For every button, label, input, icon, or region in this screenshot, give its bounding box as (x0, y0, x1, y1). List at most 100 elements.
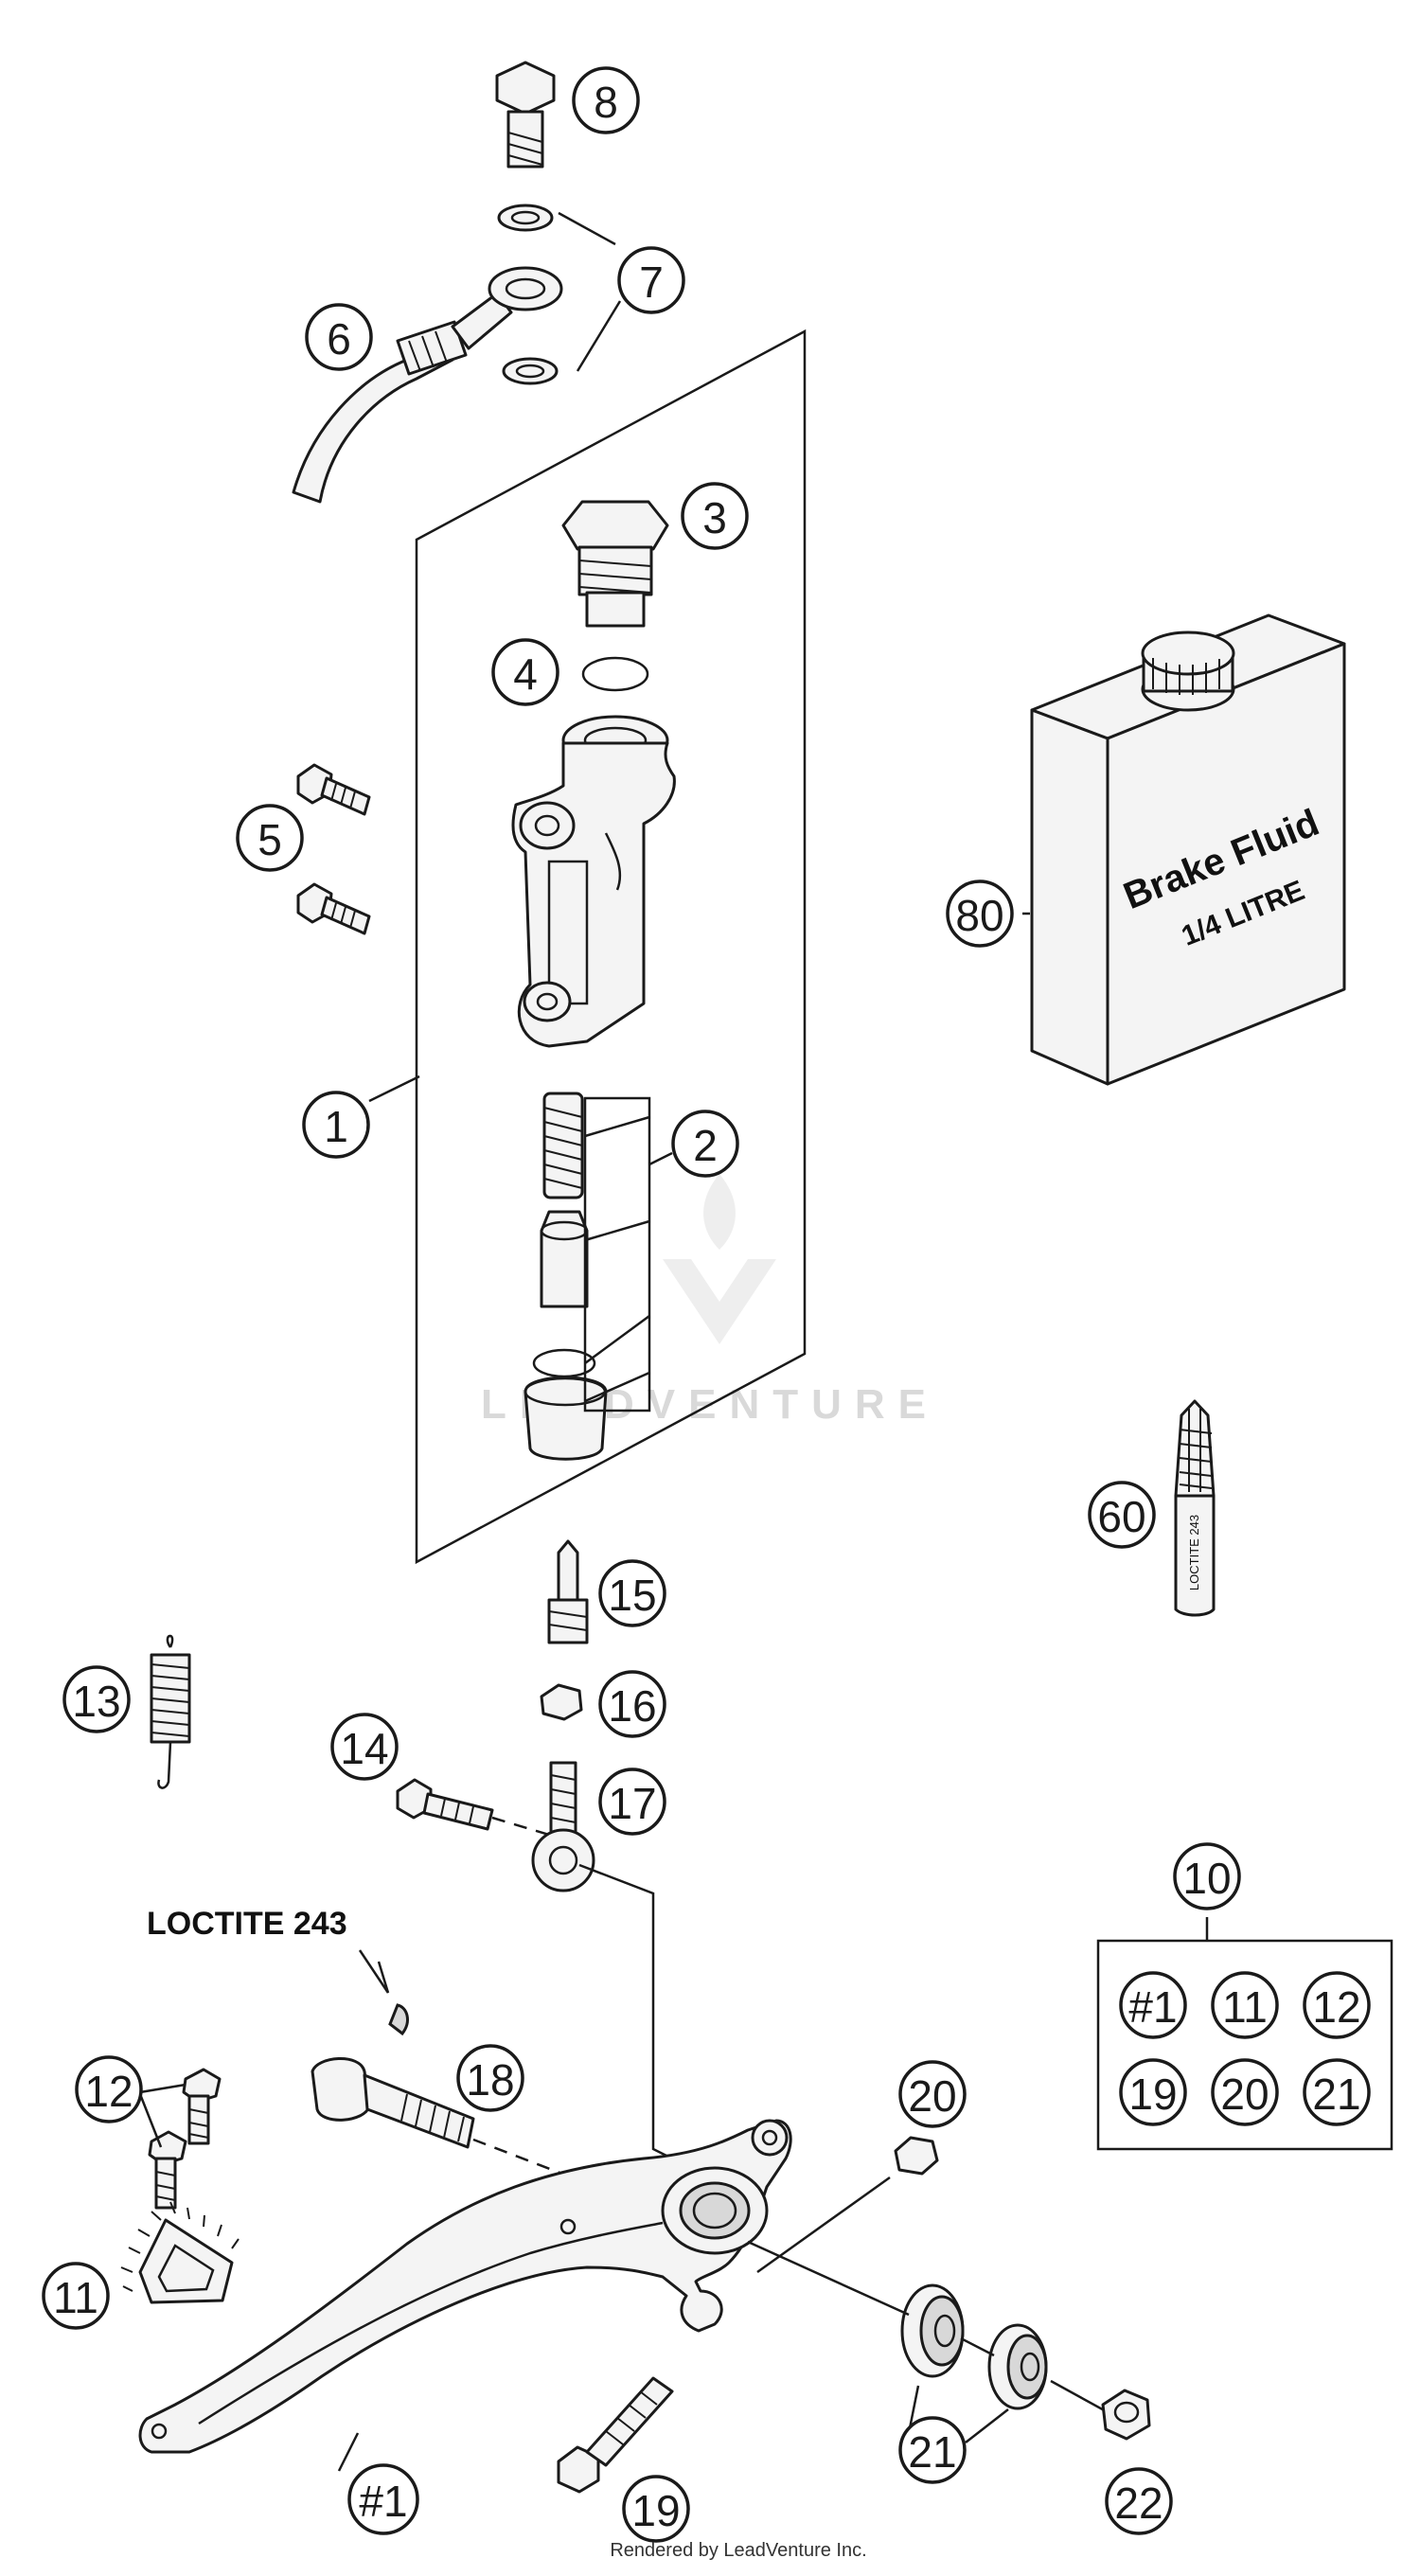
callout-number: 16 (608, 1681, 656, 1731)
loctite-leader (358, 1949, 390, 1994)
kit-item-circle (1119, 1971, 1187, 2039)
kit-item-circle (1119, 2058, 1187, 2126)
cylinder-assembly-frame (415, 329, 807, 1565)
callout-number: 21 (908, 2427, 956, 2477)
callout-number: 18 (466, 2055, 514, 2105)
kit-item-circle (1303, 2058, 1371, 2126)
callout-circle (617, 246, 685, 314)
leader-pedal-label (337, 2432, 360, 2472)
callout-number: 20 (908, 2071, 956, 2121)
footer-credit: Rendered by LeadVenture Inc. (610, 2540, 866, 2561)
callout-number: #1 (359, 2477, 407, 2526)
pedal-bolt (557, 2376, 674, 2494)
piston-kit (524, 1092, 651, 1461)
callout-circle (671, 1110, 739, 1178)
kit-item-11: 11 (1211, 1971, 1279, 2039)
callout-number: 19 (631, 2486, 680, 2535)
flange-nut (894, 2136, 939, 2176)
footpeg-bolt-upper (182, 2068, 222, 2145)
leader-bearing-axis (747, 2240, 1109, 2414)
leader-20-line (756, 2176, 891, 2274)
callout-20: 20 (898, 2060, 967, 2128)
callout-circle (898, 2060, 967, 2128)
leader-1 (368, 1075, 420, 1103)
loctite-tube: LOCTITE 243 (1174, 1399, 1216, 1617)
callout-circle (491, 638, 559, 706)
banjo-bolt (495, 61, 556, 169)
callout-number: 4 (513, 649, 538, 699)
kit-item-12: 12 (1303, 1971, 1371, 2039)
callout-number: 22 (1114, 2478, 1163, 2528)
callout-80: 80 (946, 879, 1014, 948)
callout-circle (946, 879, 1014, 948)
callout-8: 8 (572, 66, 640, 134)
callout-circle (1173, 1842, 1241, 1910)
callout-14: 14 (330, 1713, 399, 1781)
callout-number: 8 (594, 78, 618, 127)
bearing-right (987, 2323, 1048, 2410)
callout-circle (42, 2262, 110, 2330)
callout-number: 6 (327, 314, 351, 364)
callout-number: 5 (257, 815, 282, 864)
callout-19: 19 (622, 2475, 690, 2543)
callout-number: 3 (702, 493, 727, 542)
watermark-logo (663, 1174, 776, 1344)
callout-1: 1 (302, 1091, 370, 1159)
callout-number: 11 (53, 2273, 98, 2322)
loctite-drop (388, 2003, 409, 2036)
callout-circle (1088, 1481, 1156, 1549)
callout-number: 2 (693, 1121, 718, 1170)
callout-2: 2 (671, 1110, 739, 1178)
callout-circle (302, 1091, 370, 1159)
callout-number: 13 (72, 1677, 120, 1726)
callout-hash1: #1 (347, 2463, 419, 2535)
kit-item-number: 20 (1220, 2070, 1269, 2119)
loctite-callout-label: LOCTITE 243 (147, 1906, 347, 1942)
callout-circle (62, 1665, 131, 1733)
footpeg-bolt-lower (148, 2130, 187, 2210)
leader-17-pedal (578, 1863, 692, 2170)
callout-circle (305, 303, 373, 371)
leader-2 (648, 1151, 673, 1166)
tube-label: LOCTITE 243 (1187, 1515, 1201, 1590)
callout-number: 1 (324, 1102, 348, 1151)
leader-14-dashed (491, 1816, 550, 1837)
kit-item-hash1: #1 (1119, 1971, 1187, 2039)
callout-circle (236, 804, 304, 872)
callout-circle (572, 66, 640, 134)
master-cylinder-body (511, 715, 676, 1048)
callout-12: 12 (75, 2055, 143, 2123)
kit-item-20: 20 (1211, 2058, 1279, 2126)
pivot-bolt (396, 1778, 494, 1831)
leader-7 (558, 211, 622, 372)
callout-number: 7 (639, 258, 664, 307)
callout-7: 7 (617, 246, 685, 314)
pedal-step-plate (120, 2201, 240, 2304)
callout-circle (456, 2044, 524, 2112)
callout-circle (622, 2475, 690, 2543)
callout-number: 80 (955, 891, 1003, 940)
return-spring (150, 1634, 191, 1789)
callout-13: 13 (62, 1665, 131, 1733)
callout-circle (598, 1559, 666, 1627)
kit-item-circle (1211, 2058, 1279, 2126)
callout-4: 4 (491, 638, 559, 706)
clevis-eye-bolt (531, 1761, 595, 1892)
kit-item-number: 11 (1222, 1982, 1268, 2032)
callout-number: 15 (608, 1571, 656, 1620)
kit-box (1096, 1939, 1393, 2151)
callout-circle (330, 1713, 399, 1781)
callout-10: 10 (1173, 1842, 1241, 1910)
kit-item-19: 19 (1119, 2058, 1187, 2126)
brake-hose (292, 266, 563, 504)
callout-circle (598, 1670, 666, 1738)
o-ring (581, 656, 649, 692)
callout-22: 22 (1105, 2467, 1173, 2535)
callout-circle (347, 2463, 419, 2535)
callout-11: 11 (42, 2262, 110, 2330)
callout-21: 21 (898, 2416, 967, 2484)
kit-item-number: 19 (1128, 2070, 1177, 2119)
washer-bottom (502, 357, 559, 385)
callout-60: 60 (1088, 1481, 1156, 1549)
